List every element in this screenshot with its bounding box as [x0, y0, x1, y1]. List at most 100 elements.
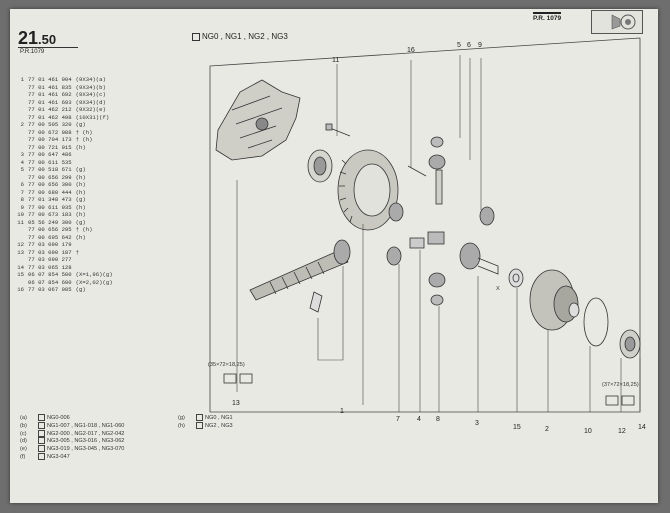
callout-15: 15: [513, 424, 521, 431]
parts-note: † (h): [75, 226, 93, 233]
parts-reference: 77 00 505 320: [28, 121, 72, 128]
parts-note: (9X32)(e): [75, 106, 106, 113]
model-title: NG0 , NG1 , NG2 , NG3: [192, 32, 288, 41]
parts-item-number: 4: [20, 158, 24, 166]
parts-row: 5 77 00 518 671(g): [14, 166, 113, 174]
callout-7: 7: [396, 416, 400, 423]
parts-reference: 77 00 611 935: [28, 203, 72, 211]
left-bearing-size: (35×72×18,25): [208, 362, 245, 368]
parts-note: (h): [75, 181, 86, 188]
callout-2: 2: [545, 426, 549, 433]
parts-item-number: 3: [20, 151, 24, 158]
model-box-icon: [196, 421, 203, 429]
parts-item-number: 13: [17, 248, 24, 256]
parts-note: †: [75, 248, 79, 256]
legend-key: (a): [20, 414, 27, 421]
legend-text: NG1-007 , NG1-018 , NG1-060: [47, 422, 125, 429]
legend-text: NG3-005 , NG3-016 , NG3-062: [47, 438, 125, 445]
parts-row: 77 01 461 693(9X34)(d): [14, 99, 113, 107]
header-reference: P.R. 1079: [533, 12, 562, 22]
callout-13: 13: [232, 400, 240, 407]
section-reference: P.R.1079: [20, 49, 45, 55]
right-bearing-size: (37×72×18,25): [602, 382, 639, 388]
parts-reference: 77 00 680 444: [28, 188, 72, 196]
parts-reference: 77 01 461 693: [28, 98, 72, 106]
callout-16: 16: [407, 47, 415, 54]
callout-10: 10: [584, 428, 592, 435]
callout-8: 8: [436, 416, 440, 423]
parts-note: (9X34)(d): [75, 98, 106, 106]
parts-note: (X=2,02)(g): [75, 278, 113, 286]
parts-row: 77 00 672 088† (h): [14, 129, 113, 137]
parts-row: 77 00 704 173† (h): [14, 136, 113, 144]
model-title-text: NG0 , NG1 , NG2 , NG3: [202, 32, 288, 41]
legend-key: (f): [20, 453, 26, 460]
shim-dimension-x: X: [496, 286, 500, 292]
parts-reference: 77 03 067 085: [28, 286, 72, 293]
parts-row: 77 01 462 212(9X32)(e): [14, 106, 113, 114]
parts-reference: 77 01 348 473: [28, 196, 72, 203]
callout-1: 1: [340, 408, 344, 415]
parts-reference: 06 07 854 500: [28, 271, 72, 278]
legend-key: (b): [20, 422, 27, 429]
parts-reference: 77 00 673 183: [28, 211, 72, 218]
legend-row: (c)NG2-000 , NG2-017 , NG2-042: [20, 429, 124, 438]
legend-row: (f)NG3-047: [20, 452, 124, 461]
parts-item-number: 10: [17, 211, 24, 218]
callout-4: 4: [417, 416, 421, 423]
model-box-icon: [38, 414, 45, 421]
legend-key: (h): [178, 422, 185, 429]
legend-row: (b) NG1-007 , NG1-018 , NG1-060: [20, 421, 125, 430]
parts-reference: 77 00 518 671: [28, 166, 72, 173]
callout-5: 5: [457, 42, 461, 49]
parts-item-number: 1: [20, 76, 24, 83]
parts-note: (h): [75, 203, 86, 211]
parts-reference: 05 56 249 300: [28, 218, 72, 226]
parts-item-number: 16: [17, 286, 24, 293]
callout-12: 12: [618, 428, 626, 435]
callout-9: 9: [478, 42, 482, 49]
legend-text: NG2 , NG3: [205, 422, 233, 429]
parts-reference: 77 00 656 300: [28, 181, 72, 188]
legend-text: NG3-019 , NG3-045 , NG3-070: [47, 446, 125, 453]
legend-row: (a)NG0-006: [20, 414, 124, 422]
parts-note: (h): [75, 188, 86, 196]
parts-row: 1 77 01 461 904(9X34)(a): [14, 76, 113, 84]
parts-reference: 77 00 656 299: [28, 173, 72, 181]
parts-row: 77 01 462 498(10X31)(f): [14, 114, 113, 122]
parts-note: † (h): [75, 128, 93, 136]
parts-item-number: 5: [20, 166, 24, 173]
parts-reference: 77 03 090 187: [28, 248, 72, 256]
parts-reference: 77 00 721 915: [28, 143, 72, 151]
parts-note: (10X31)(f): [75, 113, 110, 121]
callout-3: 3: [475, 420, 479, 427]
model-box-icon: [38, 421, 45, 429]
parts-row: 4 77 00 611 535: [14, 159, 113, 167]
parts-note: (g): [75, 166, 86, 173]
model-box-icon: [38, 452, 45, 460]
parts-row: 77 01 461 835(9X34)(b): [14, 84, 113, 92]
parts-note: (h): [75, 143, 86, 151]
legend-row: (d)NG3-005 , NG3-016 , NG3-062: [20, 437, 124, 445]
parts-reference: 77 01 461 904: [28, 76, 72, 83]
parts-note: † (h): [75, 136, 93, 143]
model-box-icon: [38, 437, 45, 445]
parts-row: 77 00 656 295† (h): [14, 226, 113, 234]
parts-note: (9X34)(b): [75, 83, 106, 91]
section-underline: [18, 47, 78, 48]
parts-note: (9X34)(a): [75, 76, 106, 83]
parts-reference: 77 00 611 535: [28, 158, 72, 166]
parts-reference: 06 07 854 600: [28, 278, 72, 286]
parts-reference: 77 01 461 692: [28, 91, 72, 98]
